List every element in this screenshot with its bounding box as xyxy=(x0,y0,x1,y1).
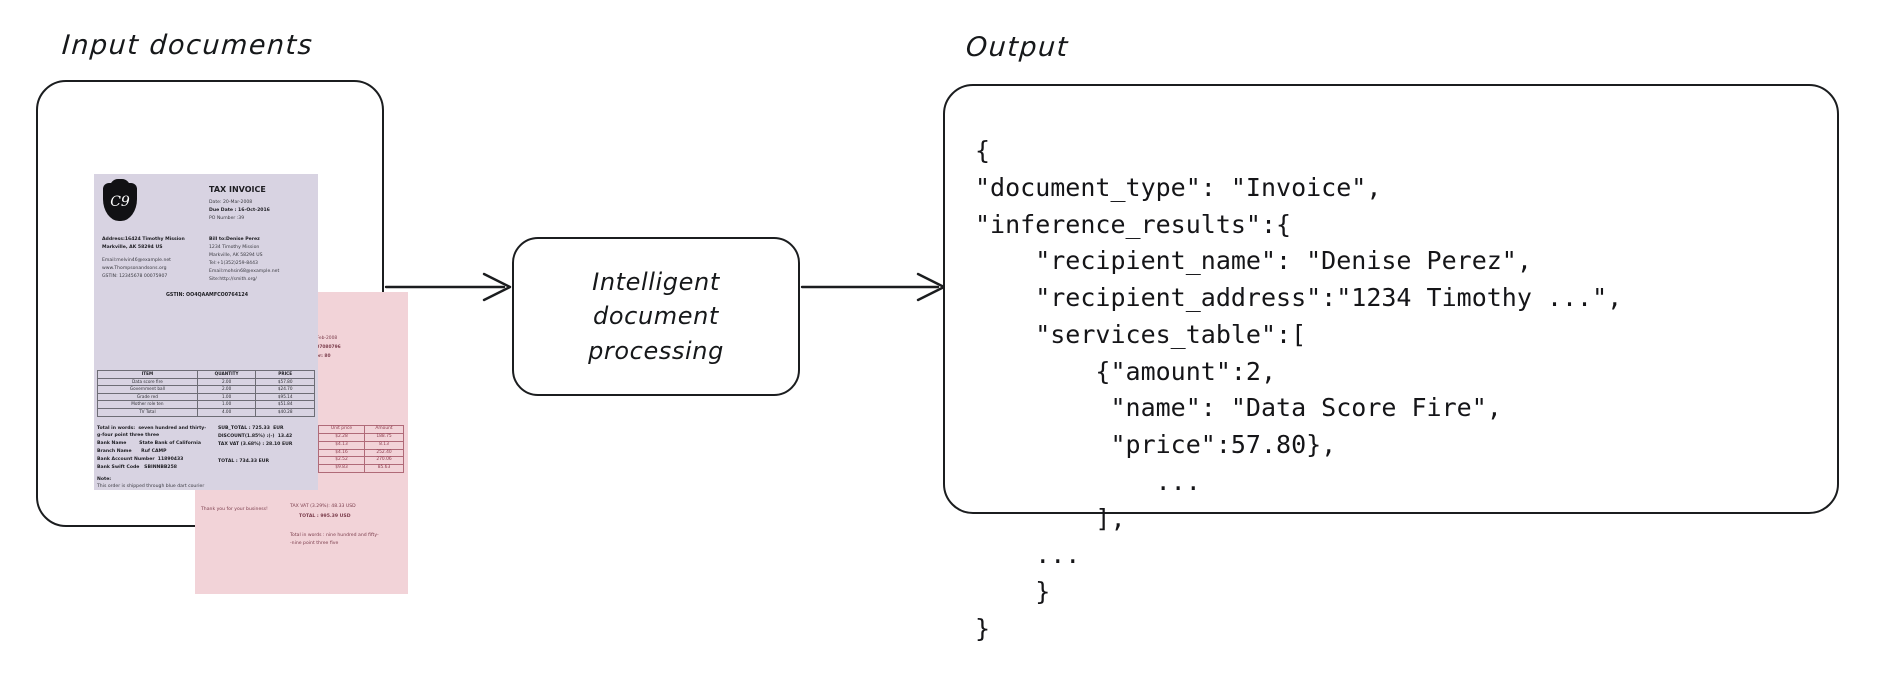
table-row: Grade red 1.00 $95.14 xyxy=(97,392,315,402)
cell-amount: 252.40 xyxy=(364,448,404,458)
bill-to-site: Site:http://smith.org/ xyxy=(209,277,257,282)
lavender-invoice-document: C9 TAX INVOICE Date: 20-Mar-2008 Due Dat… xyxy=(94,174,318,490)
bank-name: Bank Name State Bank of California xyxy=(97,441,201,446)
invoice-gstin-center: GSTIN: OO4QAAMFCO0764124 xyxy=(166,293,249,298)
invoice-title: TAX INVOICE xyxy=(209,185,266,194)
cell-amount: 8.13 xyxy=(364,440,404,450)
pink-invoice-total: TOTAL : 995.39 USD xyxy=(299,514,351,519)
table-row: $4.16 252.40 xyxy=(318,448,404,458)
logo-text: C9 xyxy=(110,194,130,210)
cell-unit-price: $4.13 xyxy=(318,440,365,450)
pink-invoice-thank-you: Thank you for your business! xyxy=(201,507,268,512)
sender-email: Email:melvin46@example.net xyxy=(102,258,171,263)
sender-address-line2: Markville, AK 58294 US xyxy=(102,245,163,250)
cell-unit-price: $2.28 xyxy=(318,432,365,442)
cell-unit-price: $2.52 xyxy=(318,456,365,466)
note-text: This order is shipped through blue dart … xyxy=(97,484,205,489)
table-row: $9.83 85.63 xyxy=(318,464,404,474)
bank-account-number: Bank Account Number 11890433 xyxy=(97,457,184,462)
table-row: $2.52 270.06 xyxy=(318,456,404,466)
output-json-code: { "document_type": "Invoice", "inference… xyxy=(975,136,1623,643)
cell-quantity: 4.00 xyxy=(196,408,257,417)
table-row: Mother role ten 1.00 $51.84 xyxy=(97,400,315,410)
pink-invoice-total-words-2: -nine point three five xyxy=(290,541,339,546)
table-row: Data score fire 2.00 $57.80 xyxy=(97,377,315,387)
table-row: TV Total 4.00 $40.28 xyxy=(97,408,315,417)
input-documents-box: AL INVOICE Invoice Date: 24-Feb-2008 INV… xyxy=(36,80,408,594)
cell-price: $51.84 xyxy=(255,400,315,410)
pink-invoice-amounts-table: Unit price Amount $2.28 188.75 $4.13 8.1… xyxy=(318,425,404,474)
note-label: Note: xyxy=(97,477,112,482)
sender-gstin: GSTIN: 12345678 00075907 xyxy=(102,274,168,279)
cell-item: Mother role ten xyxy=(97,400,198,410)
invoice-date: Date: 20-Mar-2008 xyxy=(209,200,253,205)
cell-amount: 188.75 xyxy=(364,432,404,442)
pink-invoice-tax-vat: TAX VAT (3.29%): 48.33 USD xyxy=(290,504,356,509)
table-row: $4.13 8.13 xyxy=(318,440,404,450)
processing-label-line1: Intelligent document xyxy=(592,267,720,331)
output-box: { "document_type": "Invoice", "inference… xyxy=(943,84,1839,643)
cell-item: Data score fire xyxy=(97,377,198,387)
arrow-process-to-output-icon xyxy=(800,272,946,302)
cell-item: Government ball xyxy=(97,385,198,394)
cell-unit-price: $4.16 xyxy=(318,448,365,458)
cell-price: $57.80 xyxy=(255,377,315,387)
tax-vat: TAX VAT (3.68%) : 28.10 EUR xyxy=(218,442,293,447)
cell-amount: 270.06 xyxy=(364,456,404,466)
cell-amount: 85.63 xyxy=(364,464,404,474)
table-header-row: ITEM QUANTITY PRICE xyxy=(97,370,315,379)
output-heading: Output xyxy=(964,32,1070,63)
sender-website: www.Thompsonandsons.org xyxy=(102,266,167,271)
cell-quantity: 2.00 xyxy=(196,377,257,387)
invoice-total: TOTAL : 734.33 EUR xyxy=(218,459,270,464)
column-header: Unit price xyxy=(318,425,365,434)
sub-total: SUB_TOTAL : 725.33 EUR xyxy=(218,426,284,431)
bill-to-tel: Tel:+1(352)259-8443 xyxy=(209,261,258,266)
cell-price: $24.70 xyxy=(255,385,315,394)
column-header: ITEM xyxy=(97,370,198,379)
cell-unit-price: $9.83 xyxy=(318,464,365,474)
cell-quantity: 1.00 xyxy=(196,392,257,402)
bill-to-line1: 1234 Timothy Mission xyxy=(209,245,260,250)
bill-to-label: Bill to:Denise Perez xyxy=(209,237,260,242)
cell-item: TV Total xyxy=(97,408,198,417)
column-header: Amount xyxy=(364,425,404,434)
processing-step-label: Intelligent document processing xyxy=(514,264,798,368)
cell-quantity: 2.00 xyxy=(196,385,257,394)
invoice-po-number: PO Number :39 xyxy=(209,216,245,221)
invoice-due-date: Due Date : 16-Oct-2016 xyxy=(209,208,270,213)
cell-item: Grade red xyxy=(97,392,198,402)
branch-name: Branch Name Ruf CAMP xyxy=(97,449,167,454)
table-row: Government ball 2.00 $24.70 xyxy=(97,385,315,394)
bank-swift-code: Bank Swift Code SBINNBB258 xyxy=(97,465,177,470)
discount: DISCOUNT(1.85%) :(-) 13.42 xyxy=(218,434,293,439)
sender-address: Address:16424 Timothy Mission xyxy=(102,237,185,242)
cell-quantity: 1.00 xyxy=(196,400,257,410)
table-row: $2.28 188.75 xyxy=(318,432,404,442)
processing-step-box: Intelligent document processing xyxy=(512,237,800,396)
column-header: QUANTITY xyxy=(196,370,257,379)
column-header: PRICE xyxy=(255,370,315,379)
cell-price: $95.14 xyxy=(255,392,315,402)
company-logo-icon: C9 xyxy=(103,179,137,221)
processing-label-line2: processing xyxy=(588,336,724,365)
services-table: ITEM QUANTITY PRICE Data score fire 2.00… xyxy=(97,370,315,417)
arrow-input-to-process-icon xyxy=(384,272,512,302)
total-in-words: Total in words: seven hundred and thirty… xyxy=(97,426,207,431)
total-in-words-line2: g-four point three three xyxy=(97,433,160,438)
cell-price: $40.28 xyxy=(255,408,315,417)
bill-to-email: Email:mohsin68@example.net xyxy=(209,269,280,274)
table-header-row: Unit price Amount xyxy=(318,425,404,434)
pink-invoice-total-words: Total in words : nine hundred and fifty- xyxy=(290,533,379,538)
input-documents-heading: Input documents xyxy=(60,30,315,61)
bill-to-line2: Markville, AK 58294 US xyxy=(209,253,263,258)
